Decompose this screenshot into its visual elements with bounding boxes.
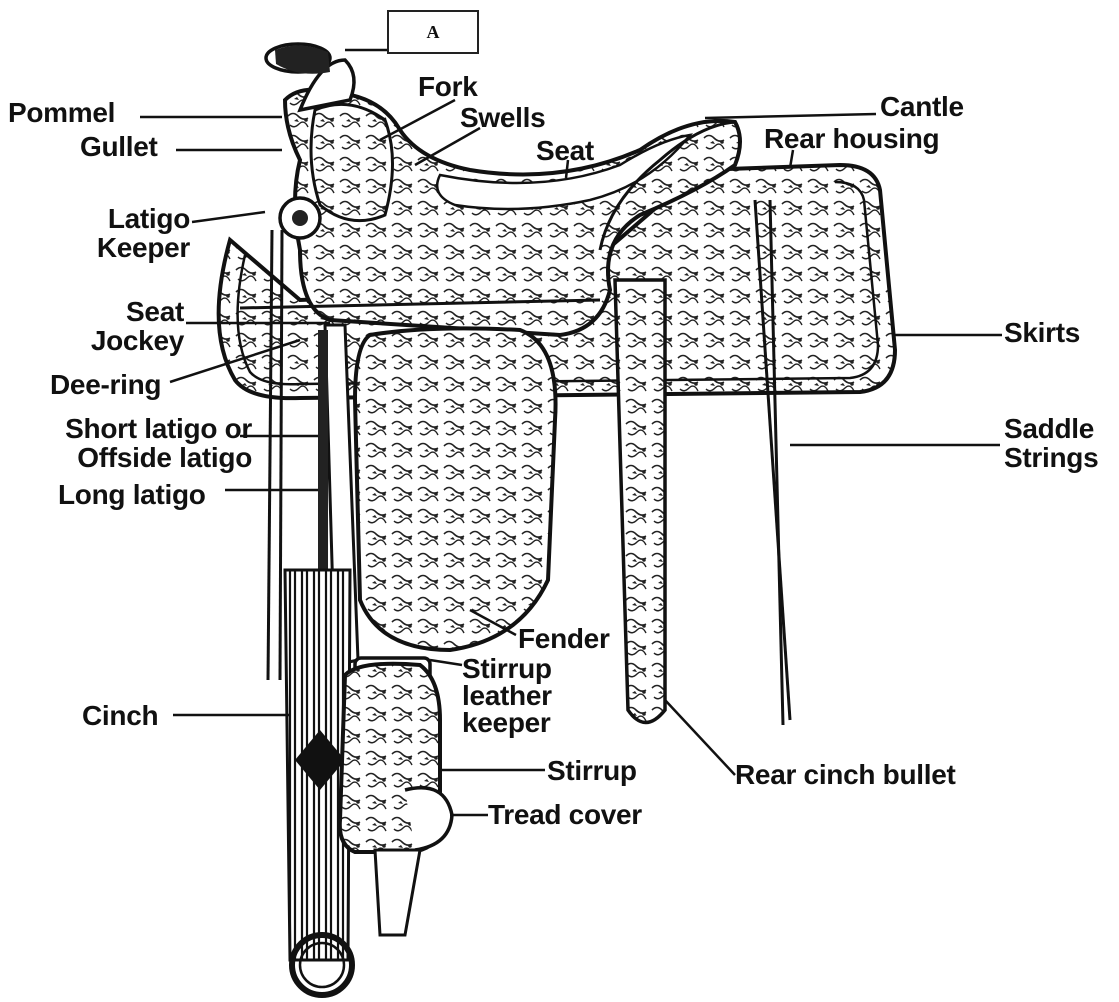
label-long-latigo: Long latigo bbox=[58, 480, 206, 509]
label-cantle: Cantle bbox=[880, 92, 964, 121]
label-rear-housing: Rear housing bbox=[764, 124, 939, 153]
label-cinch: Cinch bbox=[82, 701, 158, 730]
label-swells: Swells bbox=[460, 103, 545, 132]
label-gullet: Gullet bbox=[80, 132, 158, 161]
label-dee-ring: Dee-ring bbox=[50, 370, 161, 399]
label-tread-cover: Tread cover bbox=[488, 800, 642, 829]
fender-shape bbox=[355, 328, 556, 650]
label-short-latigo: Short latigo or Offside latigo bbox=[28, 414, 252, 472]
label-latigo-keeper: Latigo Keeper bbox=[88, 204, 190, 262]
label-pommel: Pommel bbox=[8, 98, 115, 127]
label-fork: Fork bbox=[418, 72, 477, 101]
label-rear-cinch-bullet: Rear cinch bullet bbox=[735, 760, 956, 789]
label-seat: Seat bbox=[536, 136, 594, 165]
figure-label-box: A bbox=[387, 10, 479, 54]
rear-cinch-billet-shape bbox=[615, 280, 665, 723]
label-stirrup-leather-keeper: Stirrup leather keeper bbox=[462, 655, 552, 736]
label-saddle-strings: Saddle Strings bbox=[1004, 414, 1098, 472]
label-skirts: Skirts bbox=[1004, 318, 1080, 347]
label-fender: Fender bbox=[518, 624, 610, 653]
label-seat-jockey: Seat Jockey bbox=[70, 297, 184, 355]
label-stirrup: Stirrup bbox=[547, 756, 637, 785]
